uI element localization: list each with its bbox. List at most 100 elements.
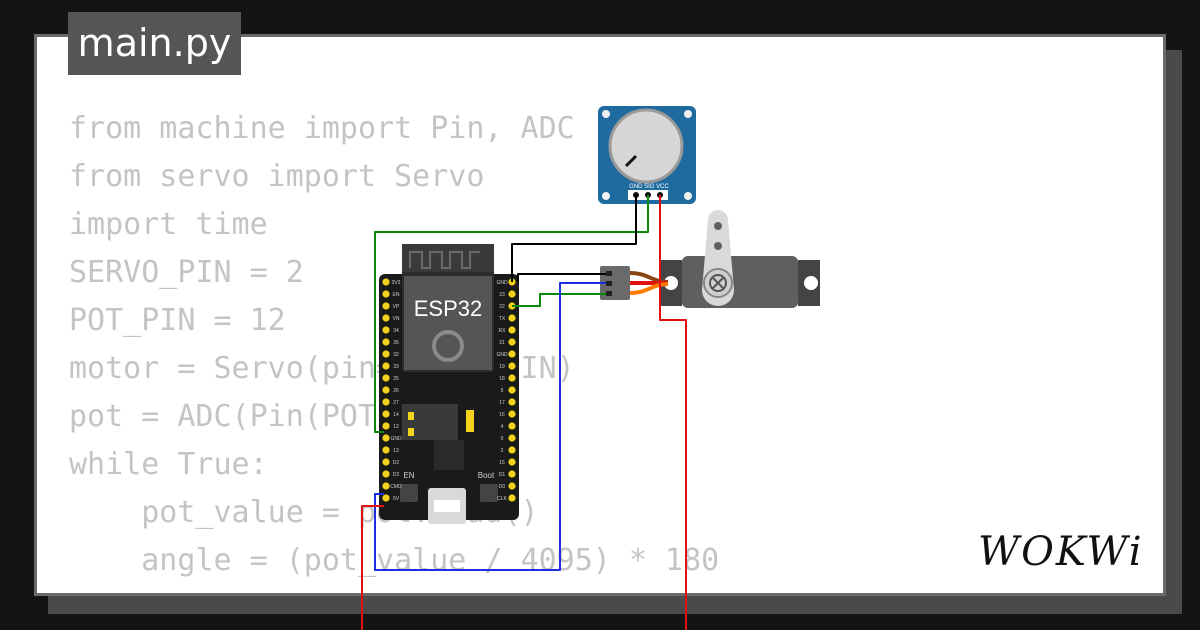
left-pin[interactable] — [382, 446, 390, 454]
left-pin-label: 26 — [393, 388, 399, 394]
left-pin[interactable] — [382, 422, 390, 430]
wire-green-pot-signal — [374, 195, 649, 433]
en-button[interactable] — [400, 484, 418, 502]
right-pin[interactable] — [508, 398, 516, 406]
chip-label: ESP32 — [414, 296, 483, 321]
right-pin[interactable] — [508, 362, 516, 370]
left-pin-label: VP — [393, 304, 400, 310]
left-pin-label: 5V — [393, 496, 400, 502]
right-pin-label: 17 — [499, 400, 505, 406]
left-pin[interactable] — [382, 494, 390, 502]
wire-green-servo-signal — [512, 293, 606, 307]
right-pin-label: GND — [496, 280, 508, 286]
left-pin-label: 27 — [393, 400, 399, 406]
right-pin-label: 15 — [499, 460, 505, 466]
boot-button-label: Boot — [478, 471, 495, 480]
left-pin[interactable] — [382, 398, 390, 406]
left-pin[interactable] — [382, 458, 390, 466]
module-shield — [404, 276, 492, 370]
potentiometer[interactable]: GND SIG VCC — [598, 106, 696, 204]
left-pin-label: GND — [390, 436, 402, 442]
left-pin[interactable] — [382, 350, 390, 358]
usb-uart-chip — [434, 440, 464, 470]
right-pin[interactable] — [508, 482, 516, 490]
wokwi-logo: WOKWi — [978, 529, 1144, 575]
right-pin[interactable] — [508, 470, 516, 478]
right-pin-label: 22 — [499, 304, 505, 310]
right-pin[interactable] — [508, 290, 516, 298]
right-pin-label: CLK — [497, 496, 507, 502]
servo-motor[interactable] — [600, 210, 820, 308]
code-line: POT_PIN = 12 — [69, 303, 286, 338]
left-pin-label: VN — [393, 316, 400, 322]
right-pin-label: RX — [499, 328, 507, 334]
right-pin[interactable] — [508, 386, 516, 394]
right-pin-label: 19 — [499, 364, 505, 370]
right-pin[interactable] — [508, 350, 516, 358]
boot-button[interactable] — [480, 484, 498, 502]
right-pin[interactable] — [508, 422, 516, 430]
code-line: while True: — [69, 447, 268, 482]
left-pin-label: 12 — [393, 424, 399, 430]
right-pin-label: 0 — [501, 436, 504, 442]
right-pin-label: 21 — [499, 340, 505, 346]
left-pin-label: D2 — [393, 460, 400, 466]
right-pin[interactable] — [508, 410, 516, 418]
right-pin[interactable] — [508, 338, 516, 346]
code-line: SERVO_PIN = 2 — [69, 255, 304, 290]
espressif-logo-icon — [432, 330, 464, 362]
left-pin[interactable] — [382, 374, 390, 382]
en-button-label: EN — [403, 471, 414, 480]
right-pin-label: 5 — [501, 388, 504, 394]
right-pin[interactable] — [508, 494, 516, 502]
left-pin[interactable] — [382, 278, 390, 286]
right-pin[interactable] — [508, 446, 516, 454]
code-line: import time — [69, 207, 268, 242]
left-pin-label: 14 — [393, 412, 399, 418]
left-pin[interactable] — [382, 434, 390, 442]
left-pin-label: CMD — [390, 484, 402, 490]
right-pin-label: GND — [496, 352, 508, 358]
potentiometer-pin-labels: GND SIG VCC — [629, 184, 669, 190]
right-pin-label: TX — [499, 316, 506, 322]
left-pin[interactable] — [382, 302, 390, 310]
right-pin-label: 16 — [499, 412, 505, 418]
left-pin[interactable] — [382, 326, 390, 334]
left-pin-label: 32 — [393, 352, 399, 358]
left-pin-label: 3V3 — [392, 280, 401, 286]
left-pin[interactable] — [382, 410, 390, 418]
esp32-board[interactable]: ESP32 EN Boot 3V3ENVPVN34353233252627141… — [379, 244, 519, 524]
right-pin-label: 2 — [501, 448, 504, 454]
left-pin[interactable] — [382, 290, 390, 298]
right-pin-label: 23 — [499, 292, 505, 298]
code-line: from servo import Servo — [69, 159, 485, 194]
right-pin-label: 18 — [499, 376, 505, 382]
right-pin[interactable] — [508, 314, 516, 322]
code-line: from machine import Pin, ADC — [69, 111, 575, 146]
right-pin[interactable] — [508, 458, 516, 466]
left-pin-label: 13 — [393, 448, 399, 454]
code-line: print("angle", int(angle)) — [69, 585, 719, 593]
left-pin[interactable] — [382, 482, 390, 490]
left-pin-label: 35 — [393, 340, 399, 346]
right-pin[interactable] — [508, 434, 516, 442]
left-pin[interactable] — [382, 338, 390, 346]
wires — [361, 195, 687, 630]
right-pin[interactable] — [508, 326, 516, 334]
left-pin[interactable] — [382, 470, 390, 478]
left-pin[interactable] — [382, 362, 390, 370]
left-pin-label: 34 — [393, 328, 399, 334]
right-pin-label: D0 — [499, 484, 506, 490]
left-pin-label: EN — [393, 292, 400, 298]
file-tab-main-py[interactable]: main.py — [68, 12, 241, 75]
potentiometer-knob — [608, 108, 684, 184]
wire-black-servo-gnd — [517, 273, 606, 282]
left-pin[interactable] — [382, 314, 390, 322]
left-pin-label: D3 — [393, 472, 400, 478]
left-pin[interactable] — [382, 386, 390, 394]
right-pin[interactable] — [508, 374, 516, 382]
left-pin-header: 3V3ENVPVN343532332526271412GND13D2D3CMD5… — [382, 278, 402, 502]
wire-black-pot-gnd — [511, 195, 637, 282]
